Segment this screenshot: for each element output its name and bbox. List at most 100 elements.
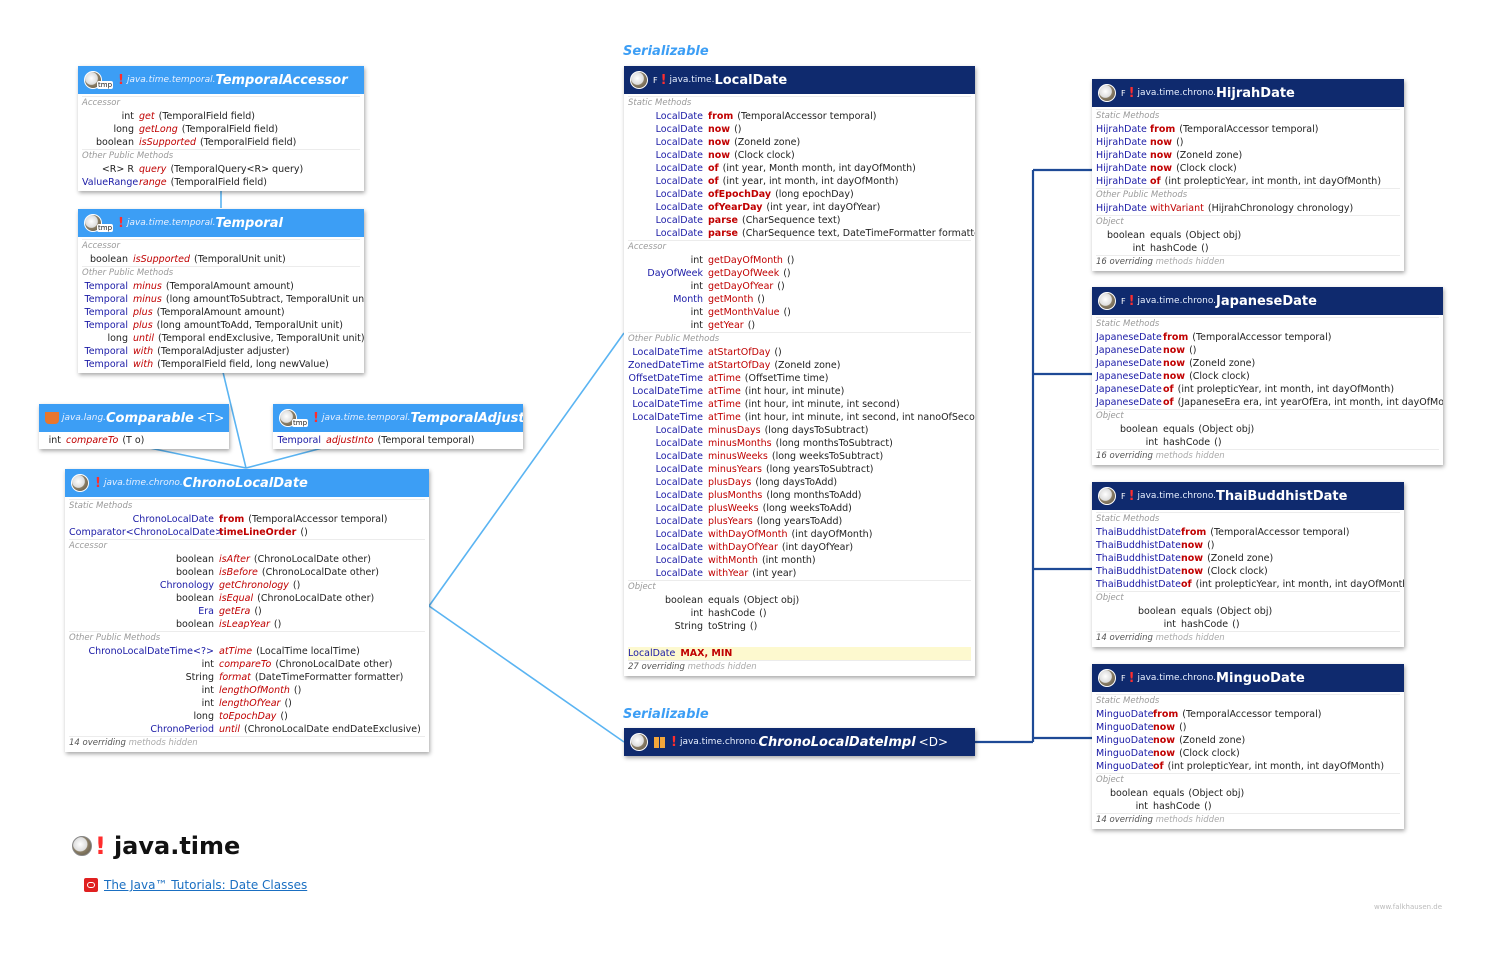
method-name[interactable]: now xyxy=(1181,540,1204,551)
method-name[interactable]: now xyxy=(708,150,731,161)
method-name[interactable]: equals xyxy=(1163,424,1195,435)
method-name[interactable]: getMonth xyxy=(708,294,754,305)
method-name[interactable]: isAfter xyxy=(219,554,250,565)
method-name[interactable]: now xyxy=(1153,748,1176,759)
method-name[interactable]: atStartOfDay xyxy=(708,360,771,371)
method-name[interactable]: now xyxy=(1153,722,1176,733)
method-name[interactable]: withMonth xyxy=(708,555,758,566)
method-name[interactable]: until xyxy=(133,333,155,344)
method-name[interactable]: with xyxy=(133,346,154,357)
method-name[interactable]: of xyxy=(1163,384,1174,395)
method-name[interactable]: timeLineOrder xyxy=(219,527,297,538)
method-name[interactable]: lengthOfYear xyxy=(219,698,281,709)
method-name[interactable]: plusYears xyxy=(708,516,753,527)
method-name[interactable]: equals xyxy=(1150,230,1182,241)
method-name[interactable]: minusWeeks xyxy=(708,451,768,462)
method-name[interactable]: hashCode xyxy=(1163,437,1211,448)
method-name[interactable]: minus xyxy=(133,294,162,305)
method-name[interactable]: now xyxy=(1150,163,1173,174)
method-name[interactable]: equals xyxy=(1153,788,1185,799)
method-name[interactable]: plus xyxy=(133,307,153,318)
method-name[interactable]: withYear xyxy=(708,568,749,579)
method-name[interactable]: now xyxy=(1181,566,1204,577)
class-header[interactable]: F!java.time.chrono.ThaiBuddhistDate xyxy=(1092,482,1404,510)
class-header[interactable]: tmp!java.time.temporal.TemporalAdjuster xyxy=(273,404,523,432)
method-name[interactable]: until xyxy=(219,724,241,735)
method-name[interactable]: adjustInto xyxy=(326,435,374,446)
method-name[interactable]: now xyxy=(708,137,731,148)
method-name[interactable]: from xyxy=(1153,709,1179,720)
method-name[interactable]: ofYearDay xyxy=(708,202,763,213)
class-header[interactable]: F!java.time.chrono.HijrahDate xyxy=(1092,79,1404,107)
class-box-chrono-local-date-impl[interactable]: !java.time.chrono.ChronoLocalDateImpl<D> xyxy=(624,728,975,756)
method-name[interactable]: getMonthValue xyxy=(708,307,780,318)
class-box-temporal-adjuster[interactable]: tmp!java.time.temporal.TemporalAdjusterT… xyxy=(273,404,523,449)
method-name[interactable]: hashCode xyxy=(708,608,756,619)
method-name[interactable]: atTime xyxy=(708,373,741,384)
class-header[interactable]: !java.time.chrono.ChronoLocalDate xyxy=(65,469,429,497)
method-name[interactable]: from xyxy=(1163,332,1189,343)
method-row[interactable]: ChronoLocalDateTime<?>atTime(LocalTime l… xyxy=(69,645,425,658)
method-name[interactable]: atTime xyxy=(219,646,253,657)
method-name[interactable]: toEpochDay xyxy=(219,711,277,722)
method-name[interactable]: compareTo xyxy=(66,435,119,446)
method-name[interactable]: isLeapYear xyxy=(219,619,270,630)
method-name[interactable]: equals xyxy=(708,595,740,606)
method-name[interactable]: now xyxy=(1153,735,1176,746)
method-name[interactable]: parse xyxy=(708,215,738,226)
method-name[interactable]: hashCode xyxy=(1150,243,1198,254)
method-name[interactable]: minus xyxy=(133,281,162,292)
method-name[interactable]: plusMonths xyxy=(708,490,763,501)
class-header[interactable]: tmp!java.time.temporal.TemporalAccessor xyxy=(78,66,364,94)
method-name[interactable]: getDayOfWeek xyxy=(708,268,780,279)
method-name[interactable]: getDayOfYear xyxy=(708,281,774,292)
class-header[interactable]: tmp!java.time.temporal.Temporal xyxy=(78,209,364,237)
method-name[interactable]: lengthOfMonth xyxy=(219,685,290,696)
